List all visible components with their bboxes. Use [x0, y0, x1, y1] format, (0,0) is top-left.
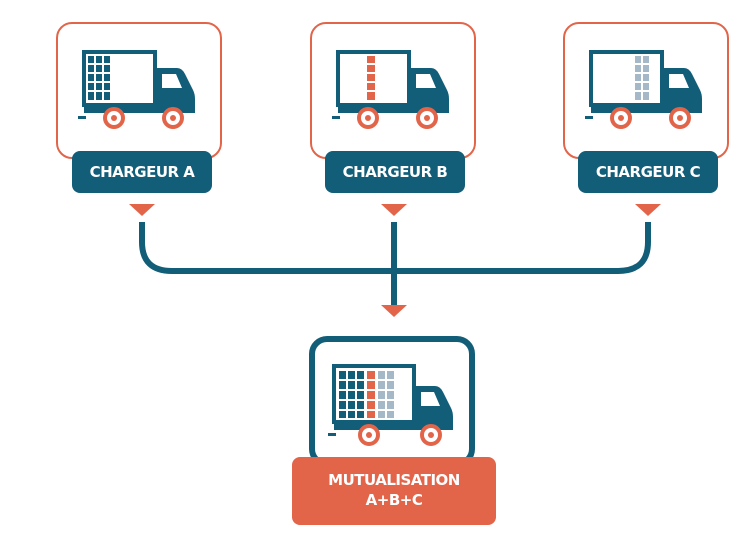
arrow-down-icon — [381, 305, 407, 317]
shipper-label-c: CHARGEUR C — [578, 151, 718, 193]
pooled-label: MUTUALISATION A+B+C — [292, 457, 496, 525]
shipper-card-b — [310, 22, 476, 159]
shipper-label-a: CHARGEUR A — [72, 151, 212, 193]
arrow-down-icon — [381, 204, 407, 216]
pooled-label-line1: MUTUALISATION — [328, 471, 460, 489]
shipper-card-c — [563, 22, 729, 159]
shipper-card-a — [56, 22, 222, 159]
truck-icon — [78, 50, 195, 129]
truck-icon — [332, 50, 449, 129]
shipper-label-b: CHARGEUR B — [325, 151, 465, 193]
arrow-down-icon — [129, 204, 155, 216]
arrow-down-icon — [635, 204, 661, 216]
truck-icon — [585, 50, 702, 129]
truck-icon — [328, 364, 453, 446]
pooled-label-line2: A+B+C — [365, 491, 423, 509]
pooled-card — [309, 336, 475, 467]
